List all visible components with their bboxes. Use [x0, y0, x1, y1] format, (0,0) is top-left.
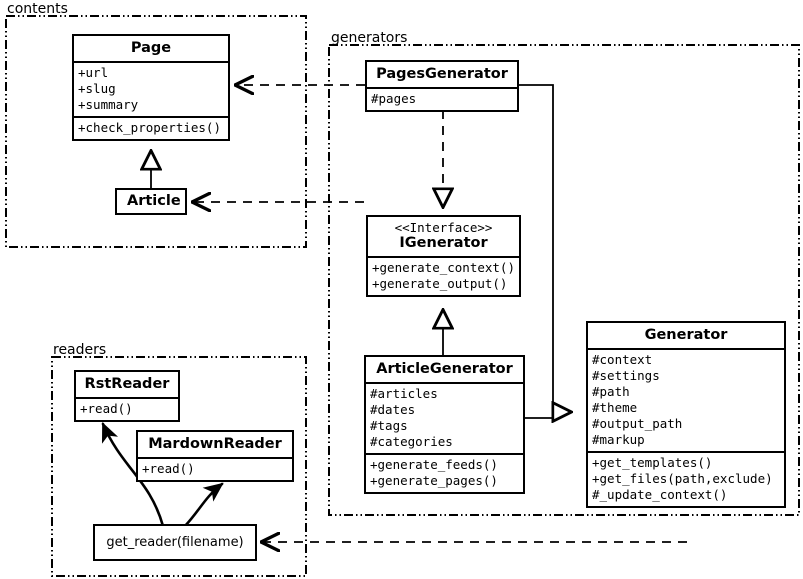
class-box-mardownreader[interactable]: MardownReader +read()	[136, 430, 294, 482]
class-separator	[368, 256, 519, 258]
class-name-rstreader: RstReader	[84, 376, 170, 392]
class-method: #_update_context()	[592, 487, 728, 502]
package-label-generators: generators	[331, 30, 408, 46]
class-attributes-pagesgenerator: #pages	[367, 89, 517, 110]
class-box-igenerator[interactable]: <<Interface>> IGenerator +generate_conte…	[366, 215, 521, 297]
class-name-igenerator: IGenerator	[399, 235, 488, 251]
class-box-pagesgenerator[interactable]: PagesGenerator #pages	[365, 60, 519, 112]
package-label-readers: readers	[53, 342, 107, 358]
connector-getreader-to-mardownreader	[183, 482, 224, 528]
class-method: +generate_pages()	[370, 473, 498, 488]
class-separator	[588, 348, 784, 350]
class-attribute: #tags	[370, 418, 408, 433]
class-method: +read()	[142, 461, 195, 476]
class-methods-generator: +get_templates() +get_files(path,exclude…	[588, 453, 784, 506]
class-box-article[interactable]: Article	[115, 188, 187, 215]
connector-getreader-to-rstreader	[101, 422, 165, 528]
class-attribute: #categories	[370, 434, 453, 449]
class-methods-igenerator: +generate_context() +generate_output()	[368, 258, 519, 295]
class-separator	[74, 61, 228, 63]
class-box-generator[interactable]: Generator #context #settings #path #them…	[586, 321, 786, 508]
class-separator	[76, 397, 178, 399]
class-attribute: +summary	[78, 97, 139, 112]
package-label-contents: contents	[7, 1, 68, 17]
class-attribute: #pages	[371, 91, 417, 106]
class-attribute: #dates	[370, 402, 416, 417]
class-methods-articlegenerator: +generate_feeds() +generate_pages()	[366, 455, 523, 492]
class-attribute: #output_path	[592, 416, 683, 431]
class-attribute: #articles	[370, 386, 438, 401]
class-attribute: #path	[592, 384, 630, 399]
class-separator	[138, 457, 292, 459]
class-separator	[366, 453, 523, 455]
class-method: +get_files(path,exclude)	[592, 471, 773, 486]
class-name-page: Page	[130, 40, 172, 56]
class-stereotype-igenerator: <<Interface>>	[394, 220, 493, 235]
package-frame-readers	[51, 356, 307, 577]
package-frame-contents	[5, 15, 307, 248]
class-separator	[74, 116, 228, 118]
class-method: +generate_context()	[372, 260, 515, 275]
class-method: +check_properties()	[78, 120, 221, 135]
function-box-get-reader[interactable]: get_reader(filename)	[93, 524, 257, 561]
class-attribute: +url	[78, 65, 109, 80]
class-attribute: #context	[592, 352, 653, 367]
class-name-pagesgenerator: PagesGenerator	[376, 66, 508, 82]
class-method: +generate_feeds()	[370, 457, 498, 472]
class-separator	[588, 451, 784, 453]
function-label-get-reader: get_reader(filename)	[106, 535, 244, 550]
class-method: +get_templates()	[592, 455, 713, 470]
connector-pagesgenerator-to-generator	[519, 84, 572, 412]
class-name-mardownreader: MardownReader	[148, 436, 282, 452]
class-name-article: Article	[127, 193, 181, 209]
class-attribute: #settings	[592, 368, 660, 383]
class-name-articlegenerator: ArticleGenerator	[376, 361, 513, 377]
class-attribute: #theme	[592, 400, 638, 415]
class-separator	[367, 87, 517, 89]
class-attributes-generator: #context #settings #path #theme #output_…	[588, 350, 784, 451]
class-separator	[366, 382, 523, 384]
class-box-articlegenerator[interactable]: ArticleGenerator #articles #dates #tags …	[364, 355, 525, 494]
class-methods-page: +check_properties()	[74, 118, 228, 139]
class-attribute: #markup	[592, 432, 645, 447]
class-attributes-articlegenerator: #articles #dates #tags #categories	[366, 384, 523, 453]
class-method: +read()	[80, 401, 133, 416]
class-methods-mardownreader: +read()	[138, 459, 292, 480]
package-frame-generators	[328, 44, 800, 516]
class-attributes-page: +url +slug +summary	[74, 63, 228, 116]
class-methods-rstreader: +read()	[76, 399, 178, 420]
class-attribute: +slug	[78, 81, 116, 96]
class-method: +generate_output()	[372, 276, 508, 291]
class-box-page[interactable]: Page +url +slug +summary +check_properti…	[72, 34, 230, 141]
class-box-rstreader[interactable]: RstReader +read()	[74, 370, 180, 422]
class-name-generator: Generator	[644, 327, 728, 343]
